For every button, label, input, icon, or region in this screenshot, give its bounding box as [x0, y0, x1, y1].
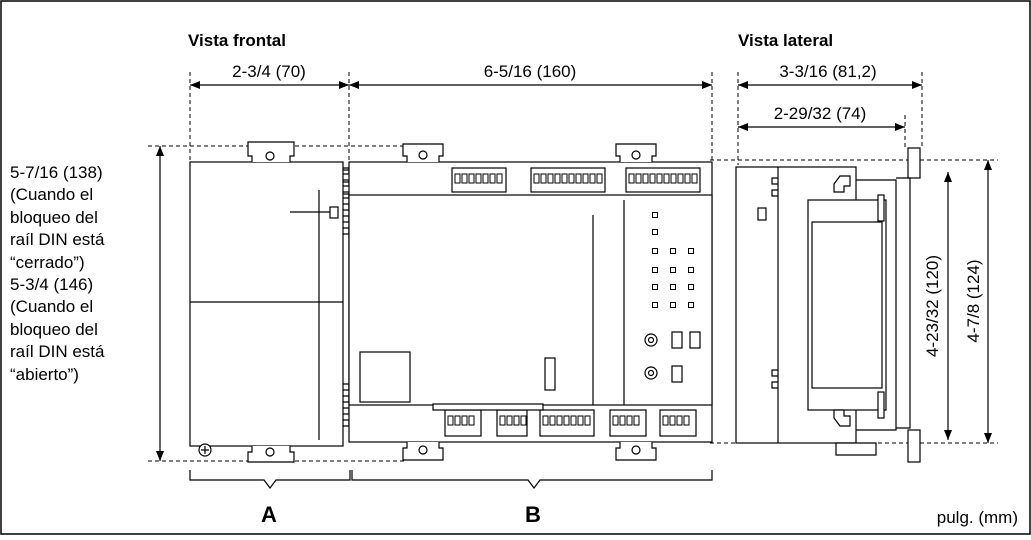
height-open-note-2: bloqueo del — [10, 319, 98, 339]
dim-front-width-b: 6-5/16 (160) — [484, 62, 577, 81]
height-closed-note-2: bloqueo del — [10, 207, 98, 227]
height-closed-note-3: raíl DIN está — [10, 230, 105, 250]
dim-front-width-a: 2-3/4 (70) — [232, 62, 306, 81]
height-open-note-4: “abierto”) — [10, 364, 79, 384]
dim-side-height-total: 4-7/8 (124) — [964, 259, 983, 342]
height-closed-note-4: “cerrado”) — [10, 252, 85, 272]
module-a — [189, 141, 350, 463]
units-label: pulg. (mm) — [937, 508, 1018, 527]
dim-side-height-body: 4-23/32 (120) — [923, 255, 942, 357]
height-closed-value: 5-7/16 (138) — [10, 163, 103, 182]
height-open-note-3: raíl DIN está — [10, 342, 105, 362]
height-open-value: 5-3/4 (146) — [10, 275, 94, 295]
part-a-label: A — [261, 502, 277, 527]
side-view-body — [735, 147, 921, 463]
led-indicators — [652, 212, 694, 308]
dim-side-depth-body: 2-29/32 (74) — [774, 104, 867, 123]
front-view-title: Vista frontal — [188, 31, 286, 50]
terminal-pins — [447, 173, 698, 426]
height-annotation: 5-7/16 (138) (Cuando el bloqueo del raíl… — [10, 162, 170, 386]
part-brackets — [189, 470, 713, 489]
height-closed-note-1: (Cuando el — [10, 185, 94, 205]
part-b-label: B — [525, 502, 541, 527]
dim-lines — [156, 81, 992, 461]
height-open-note-1: (Cuando el — [10, 297, 94, 317]
side-view-title: Vista lateral — [738, 31, 833, 50]
dim-side-depth-total: 3-3/16 (81,2) — [779, 62, 876, 81]
module-b — [343, 143, 713, 461]
